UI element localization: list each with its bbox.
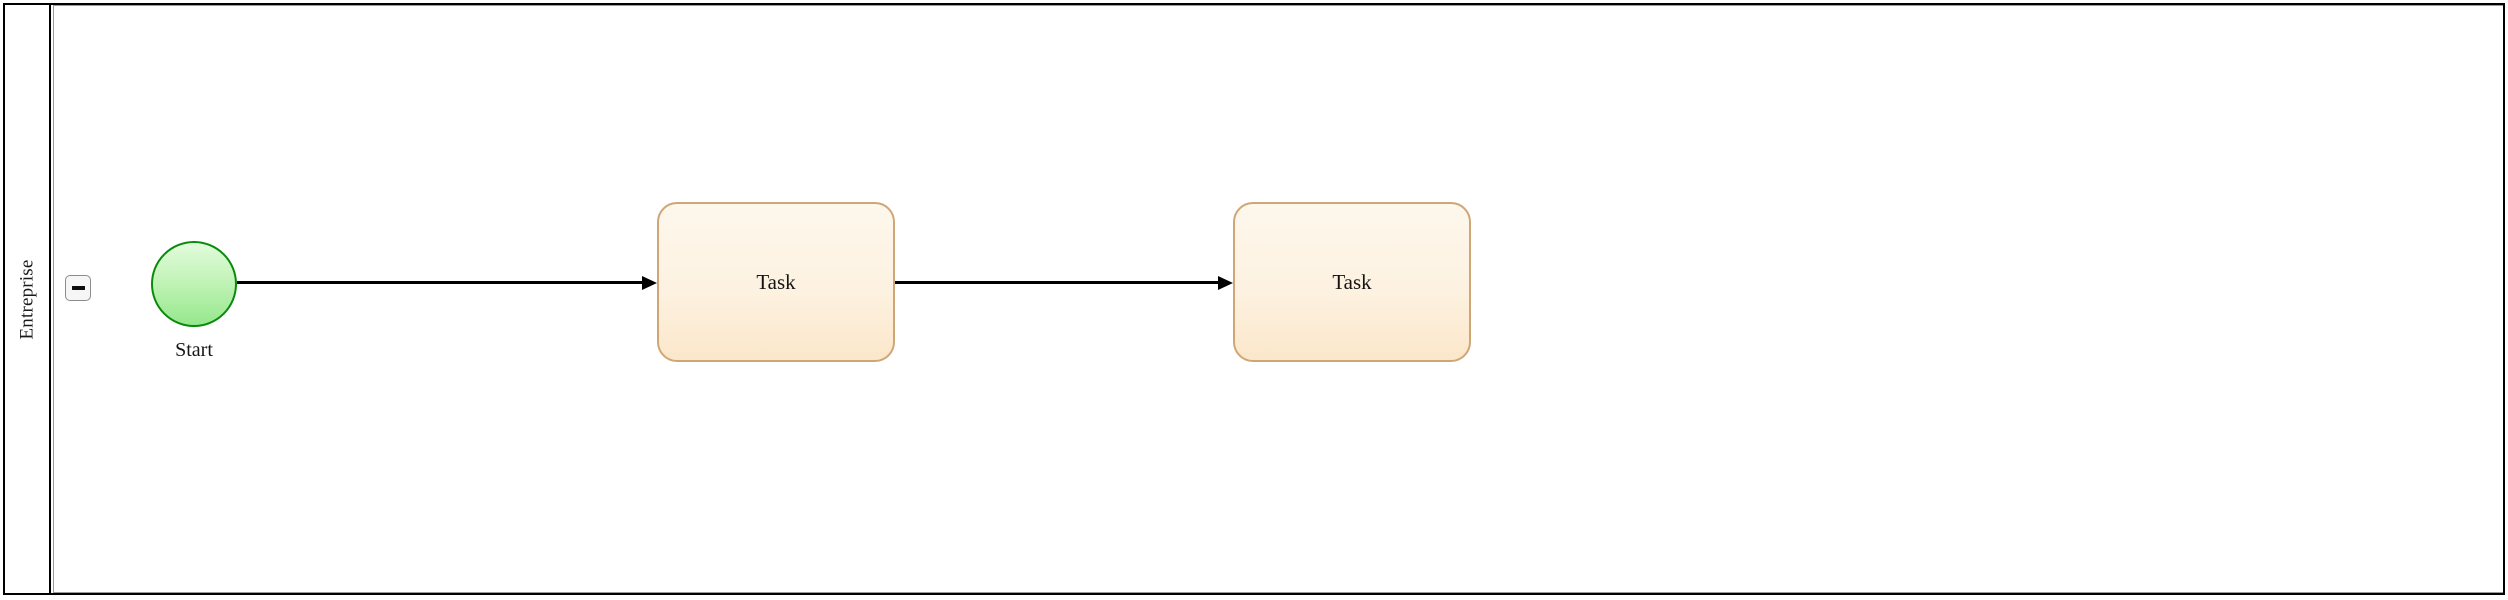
pool-label: Entreprise bbox=[16, 258, 38, 340]
sequence-flow-task1-to-task2[interactable] bbox=[895, 272, 1233, 294]
lane-collapse-toggle[interactable] bbox=[65, 275, 91, 301]
pool-entreprise[interactable]: Entreprise Start Task bbox=[3, 3, 2505, 595]
minus-icon bbox=[71, 286, 85, 290]
flow-line bbox=[895, 281, 1219, 284]
sequence-flow-start-to-task1[interactable] bbox=[237, 272, 657, 294]
start-event[interactable] bbox=[151, 241, 237, 327]
task-node-2[interactable]: Task bbox=[1233, 202, 1471, 362]
task-label: Task bbox=[756, 269, 796, 294]
arrowhead-icon bbox=[642, 275, 657, 290]
start-event-label: Start bbox=[175, 339, 213, 361]
task-node-1[interactable]: Task bbox=[657, 202, 895, 362]
flow-line bbox=[237, 281, 643, 284]
task-label: Task bbox=[1332, 269, 1372, 294]
lane-body: Start Task Task bbox=[53, 5, 2503, 593]
pool-header[interactable]: Entreprise bbox=[5, 5, 51, 593]
arrowhead-icon bbox=[1218, 275, 1233, 290]
